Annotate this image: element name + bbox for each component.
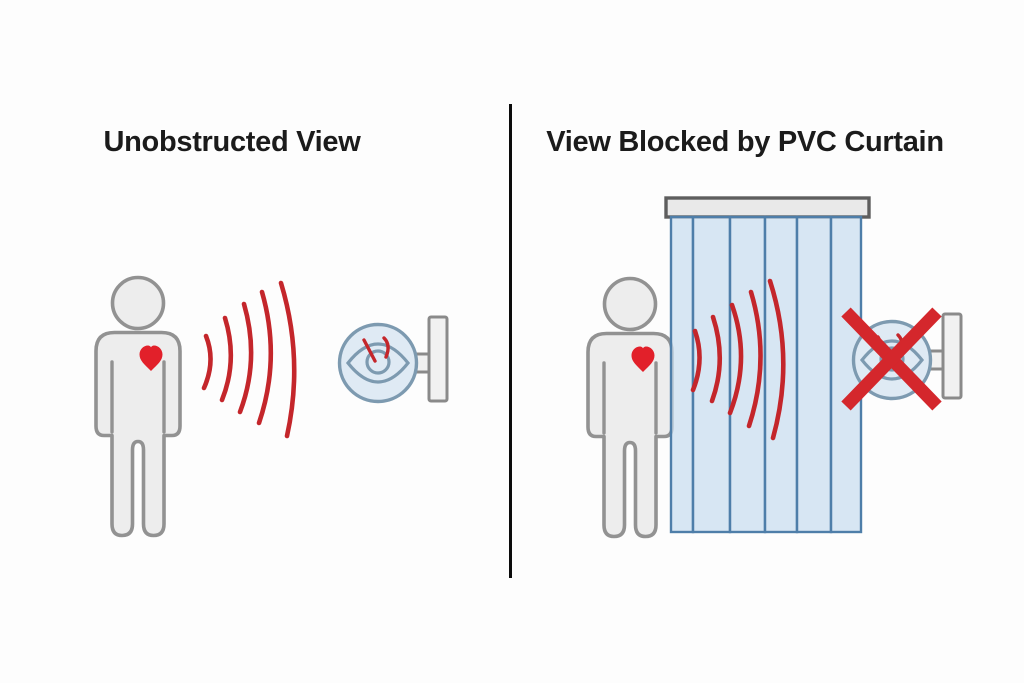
curtain-strip xyxy=(691,215,732,534)
left-panel-scene xyxy=(94,275,449,538)
detected-signal-mark xyxy=(362,338,377,363)
person-figure xyxy=(94,275,182,538)
left-panel-title: Unobstructed View xyxy=(103,126,361,158)
eye-iris xyxy=(365,349,391,375)
person-figure xyxy=(586,276,674,539)
right-panel-title: View Blocked by PVC Curtain xyxy=(546,126,944,158)
detected-signal-mark xyxy=(382,336,390,359)
red-x-icon xyxy=(841,307,942,411)
sensor-lens xyxy=(337,322,419,404)
eye-iris xyxy=(879,346,905,372)
sensor-mount-plate xyxy=(427,315,449,403)
curtain-strip xyxy=(763,215,799,534)
person-body xyxy=(586,331,674,539)
signal-wave-arcs xyxy=(690,278,786,441)
sensor-mount-plate xyxy=(941,312,963,400)
heart-icon xyxy=(631,346,655,372)
curtain-rail xyxy=(664,196,871,219)
pvc-curtain xyxy=(664,196,871,534)
heart-icon xyxy=(139,345,163,371)
curtain-strip xyxy=(795,215,833,534)
person-head xyxy=(602,276,658,332)
right-panel-scene xyxy=(586,196,963,539)
person-head xyxy=(110,275,166,331)
presence-sensor xyxy=(337,315,449,404)
person-body xyxy=(94,330,182,538)
signal-wave-arcs xyxy=(201,280,297,439)
curtain-strip xyxy=(669,215,695,534)
